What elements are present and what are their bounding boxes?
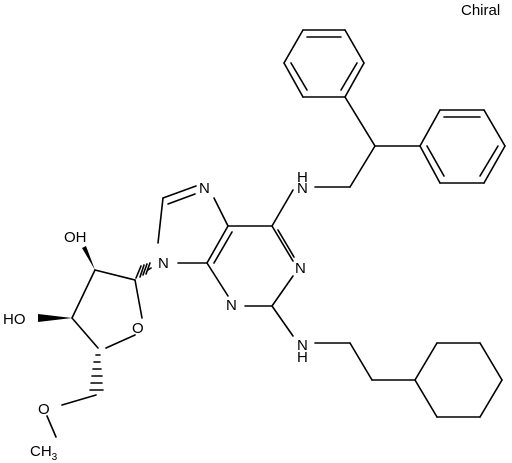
- ch3-subscript: 3: [52, 452, 58, 463]
- purine-core: [157, 185, 295, 337]
- atom-label-o-methoxy: O: [38, 401, 50, 418]
- wedge-bond-oh-lower: [38, 314, 72, 322]
- atom-label-ch3: CH3: [30, 443, 58, 463]
- atom-label-n3: N: [226, 297, 237, 314]
- ch3-main: CH: [30, 443, 52, 460]
- atom-label-nh-bottom-n: N: [297, 337, 308, 354]
- atom-label-nh-bottom-h: H: [297, 349, 308, 366]
- atom-label-n7: N: [199, 180, 210, 197]
- atom-label-ho-lower: HO: [3, 311, 26, 328]
- atom-label-nh-top-h: H: [297, 169, 308, 186]
- phenyl-ring-right: [419, 109, 506, 184]
- chiral-label: Chiral: [461, 2, 500, 19]
- atom-label-n9: N: [158, 255, 169, 272]
- ribose-ring: [38, 246, 152, 438]
- diphenylethyl-chain: [314, 96, 421, 188]
- cyclohexane-ring: [414, 342, 503, 418]
- atom-label-o-ring: O: [132, 320, 144, 337]
- atom-label-n1: N: [295, 260, 306, 277]
- cyclohexylethyl-chain: [314, 342, 416, 381]
- phenyl-ring-top: [283, 29, 365, 98]
- atom-label-oh-upper: OH: [64, 229, 87, 246]
- atom-label-nh-top-n: N: [297, 180, 308, 197]
- wedge-bond-oh-upper: [82, 246, 95, 270]
